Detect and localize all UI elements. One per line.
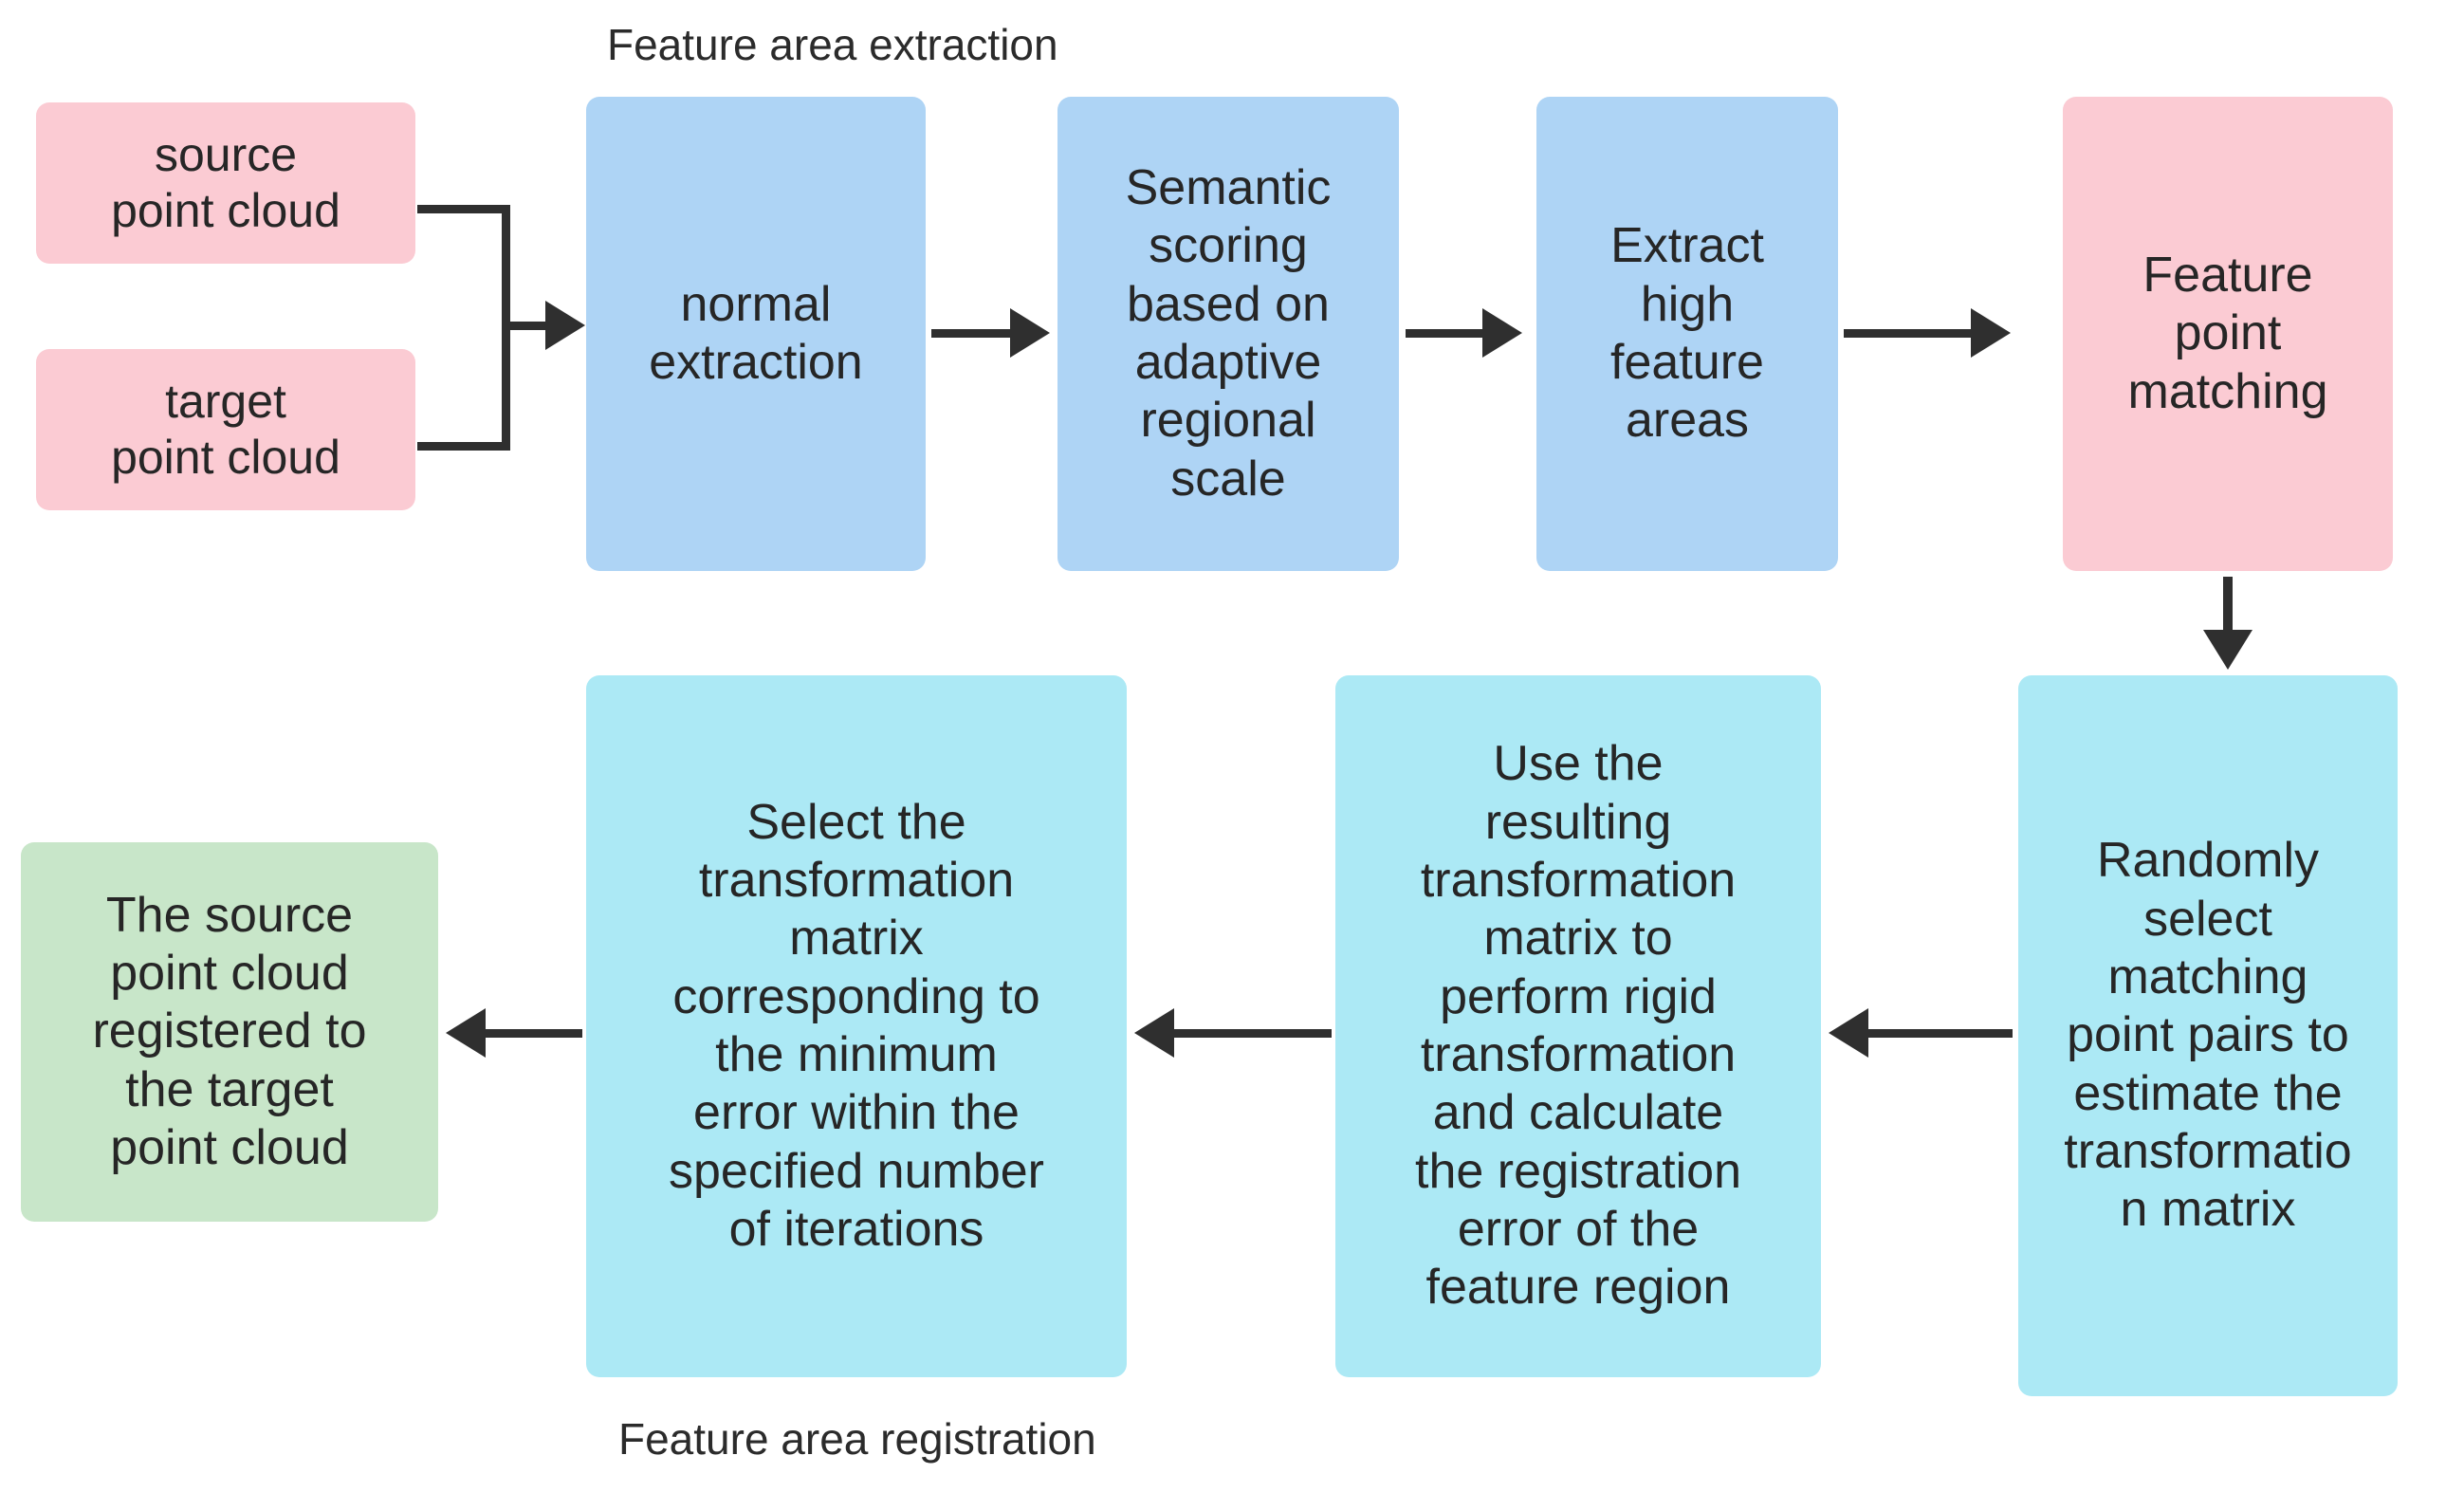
edge-segment-source-stub bbox=[417, 205, 510, 213]
edge-segment-merge-run bbox=[502, 322, 561, 330]
arrowhead-to-registered-result bbox=[446, 1008, 486, 1058]
node-extract-high-feature-areas[interactable]: Extract high feature areas bbox=[1536, 97, 1838, 571]
section-title-feature-area-extraction: Feature area extraction bbox=[607, 20, 1058, 69]
arrowhead-to-use-resulting-matrix bbox=[1829, 1008, 1868, 1058]
edge-segment-line bbox=[1844, 329, 1977, 338]
arrowhead-to-normal-extraction bbox=[545, 301, 585, 350]
node-randomly-select-matching-points[interactable]: Randomly select matching point pairs to … bbox=[2018, 675, 2398, 1396]
arrowhead-to-extract-high-feature bbox=[1482, 308, 1522, 358]
node-target-point-cloud[interactable]: target point cloud bbox=[36, 349, 415, 510]
arrowhead-to-feature-point-matching bbox=[1971, 308, 2011, 358]
edge-segment-line bbox=[486, 1029, 582, 1038]
node-normal-extraction[interactable]: normal extraction bbox=[586, 97, 926, 571]
node-use-resulting-transformation-matrix[interactable]: Use the resulting transformation matrix … bbox=[1335, 675, 1821, 1377]
node-select-transformation-matrix[interactable]: Select the transformation matrix corresp… bbox=[586, 675, 1127, 1377]
section-title-feature-area-registration: Feature area registration bbox=[618, 1414, 1096, 1464]
arrowhead-to-select-transformation bbox=[1134, 1008, 1174, 1058]
arrowhead-to-randomly-select bbox=[2203, 630, 2253, 670]
node-semantic-scoring[interactable]: Semantic scoring based on adaptive regio… bbox=[1057, 97, 1399, 571]
node-feature-point-matching[interactable]: Feature point matching bbox=[2063, 97, 2393, 571]
edge-segment-line bbox=[1406, 329, 1489, 338]
edge-segment-line bbox=[1174, 1029, 1332, 1038]
node-registered-source-point-cloud[interactable]: The source point cloud registered to the… bbox=[21, 842, 438, 1222]
arrowhead-to-semantic-scoring bbox=[1010, 308, 1050, 358]
node-source-point-cloud[interactable]: source point cloud bbox=[36, 102, 415, 264]
edge-segment-line bbox=[2223, 577, 2233, 635]
edge-segment-line bbox=[931, 329, 1017, 338]
edge-segment-target-stub bbox=[417, 442, 510, 451]
edge-segment-line bbox=[1868, 1029, 2013, 1038]
